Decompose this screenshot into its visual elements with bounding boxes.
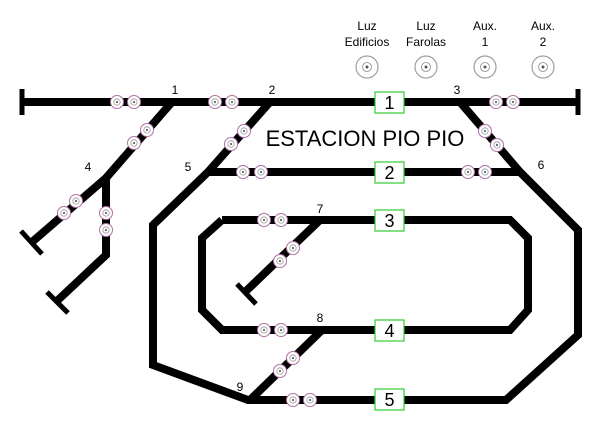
switch-3b-lower-button[interactable] — [490, 138, 504, 152]
switch-1-right-button[interactable] — [127, 95, 141, 109]
control-luz-edificios[interactable]: Luz Edificios — [345, 19, 390, 79]
switch-label-9: 9 — [237, 380, 244, 394]
track-outer-loop — [149, 169, 582, 404]
switch-9-left-button[interactable] — [286, 393, 300, 407]
control-label-line2: 2 — [540, 35, 547, 49]
switch-8-left-button[interactable] — [257, 323, 271, 337]
track-button-4[interactable]: 4 — [374, 319, 405, 342]
switch-2b-upper-button[interactable] — [237, 124, 251, 138]
switch-8b-lower-button[interactable] — [273, 364, 287, 378]
track-button-2[interactable]: 2 — [374, 161, 405, 184]
switch-2-right-button[interactable] — [225, 95, 239, 109]
control-aux-2[interactable]: Aux. 2 — [531, 19, 555, 79]
track-button-label: 3 — [384, 211, 394, 231]
switch-8b-upper-button[interactable] — [286, 351, 300, 365]
switch-4b-upper-button[interactable] — [99, 206, 113, 220]
switch-label-4: 4 — [85, 160, 92, 174]
control-label-line2: Edificios — [345, 35, 390, 49]
switch-label-5: 5 — [185, 160, 192, 174]
control-label-line1: Luz — [357, 19, 376, 33]
control-label-line1: Aux. — [531, 19, 555, 33]
switch-label-3: 3 — [454, 83, 461, 97]
switch-1b-lower-button[interactable] — [127, 136, 141, 150]
track-button-5[interactable]: 5 — [374, 388, 405, 411]
switch-3-right-button[interactable] — [506, 95, 520, 109]
switch-2-left-button[interactable] — [208, 95, 222, 109]
buffer-stop — [235, 282, 258, 306]
switch-3-left-button[interactable] — [489, 95, 503, 109]
track-inner-loop — [198, 216, 532, 334]
track-button-label: 5 — [384, 390, 394, 410]
siding-lower — [55, 178, 110, 303]
switch-1-left-button[interactable] — [110, 95, 124, 109]
switch-6-left-button[interactable] — [461, 165, 475, 179]
switch-7b-upper-button[interactable] — [286, 241, 300, 255]
buffer-stop — [19, 229, 44, 256]
switch-4-lower-button[interactable] — [57, 206, 71, 220]
switch-9-right-button[interactable] — [303, 393, 317, 407]
station-title: ESTACION PIO PIO — [266, 126, 465, 151]
switch-buttons — [57, 95, 520, 407]
buffer-stop — [45, 290, 70, 315]
track-button-label: 1 — [384, 93, 394, 113]
track-button-3[interactable]: 3 — [374, 209, 405, 232]
switch-label-6: 6 — [538, 158, 545, 172]
switch-2b-lower-button[interactable] — [224, 137, 238, 151]
switch-3b-upper-button[interactable] — [478, 124, 492, 138]
switch-label-8: 8 — [317, 311, 324, 325]
switch-6-right-button[interactable] — [478, 165, 492, 179]
switch-1b-upper-button[interactable] — [140, 123, 154, 137]
control-label-line2: 1 — [482, 35, 489, 49]
control-label-line2: Farolas — [406, 35, 446, 49]
switch-label-7: 7 — [317, 202, 324, 216]
switch-label-2: 2 — [269, 83, 276, 97]
switch-4b-lower-button[interactable] — [99, 223, 113, 237]
switch-7-left-button[interactable] — [257, 213, 271, 227]
switch-8-right-button[interactable] — [274, 323, 288, 337]
track-branch — [456, 99, 524, 175]
switch-7b-lower-button[interactable] — [273, 254, 287, 268]
track-connector — [247, 327, 325, 403]
switch-labels: 1 2 3 4 5 6 7 8 9 — [85, 83, 545, 394]
control-luz-farolas[interactable]: Luz Farolas — [406, 19, 446, 79]
control-label-line1: Aux. — [473, 19, 497, 33]
switch-5-right-button[interactable] — [254, 165, 268, 179]
track-button-label: 2 — [384, 163, 394, 183]
switch-5-left-button[interactable] — [236, 165, 250, 179]
switch-4-upper-button[interactable] — [69, 194, 83, 208]
switch-7-right-button[interactable] — [274, 213, 288, 227]
track-branch — [205, 99, 273, 175]
control-label-line1: Luz — [416, 19, 435, 33]
track-button-label: 4 — [384, 321, 394, 341]
control-aux-1[interactable]: Aux. 1 — [473, 19, 497, 79]
track-button-1[interactable]: 1 — [374, 91, 405, 114]
switch-label-1: 1 — [172, 83, 179, 97]
